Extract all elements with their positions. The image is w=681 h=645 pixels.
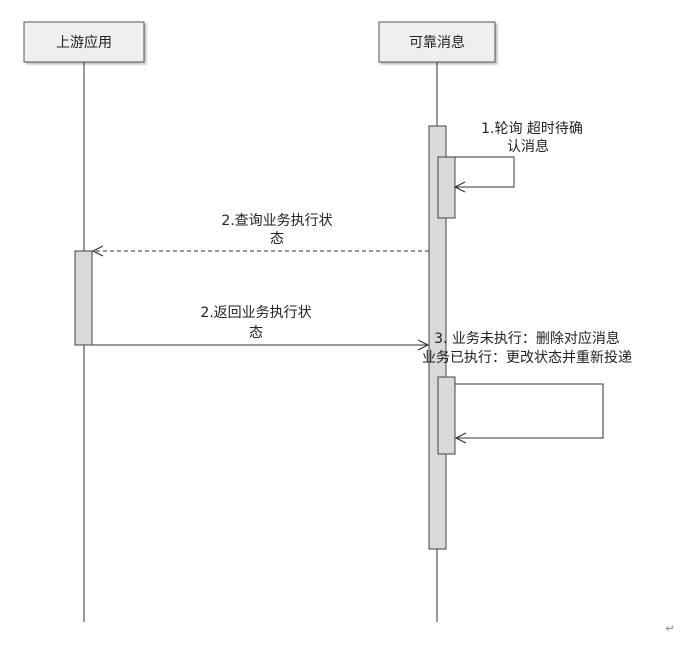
- participant-upstream-label: 上游应用: [56, 34, 112, 51]
- message-query-label-line1: 2.查询业务执行状: [221, 213, 332, 229]
- participant-reliable-label: 可靠消息: [409, 34, 465, 51]
- message-return-label-line2: 态: [249, 325, 263, 341]
- message-poll-label-line2: 认消息: [507, 138, 549, 155]
- message-poll-label-line1: 1.轮询 超时待确: [481, 121, 583, 137]
- message-handle-arrow: [455, 383, 604, 438]
- message-handle-label-line1: 3. 业务未执行：删除对应消息: [434, 330, 620, 347]
- participant-reliable: 可靠消息: [378, 21, 496, 63]
- message-handle-label-line2: 业务已执行：更改状态并重新投递: [422, 350, 632, 366]
- activation-upstream: [74, 250, 93, 346]
- participant-upstream: 上游应用: [23, 21, 145, 63]
- message-query-label-line2: 态: [270, 231, 284, 247]
- activation-reliable-handle: [437, 376, 456, 455]
- message-return-label-line1: 2.返回业务执行状: [200, 305, 311, 321]
- paragraph-mark: ↵: [665, 622, 674, 635]
- activation-reliable-poll: [437, 156, 456, 219]
- message-poll-arrow: [446, 156, 515, 187]
